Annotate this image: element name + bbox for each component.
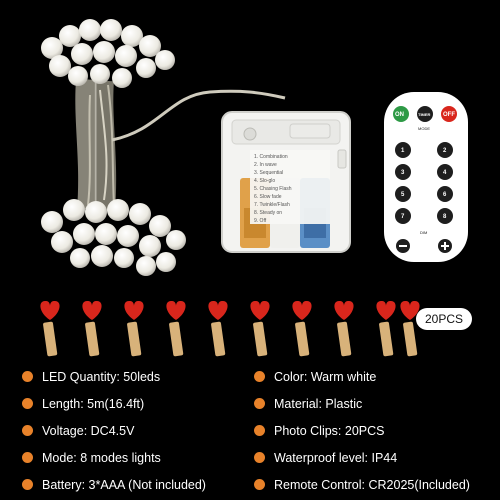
heart-clip [124, 300, 144, 357]
remote-dim-label: DIM [420, 230, 427, 235]
heart-clip [40, 300, 60, 357]
remote-key-2: 2 [443, 148, 447, 154]
battery-box: 1. Combination 2. In wave 3. Sequential … [221, 111, 351, 253]
product-scene: 1. Combination 2. In wave 3. Sequential … [41, 19, 468, 276]
remote-key-4: 4 [443, 170, 447, 176]
remote-key-1: 1 [401, 148, 405, 154]
mode-2-label: 2. In wave [254, 162, 277, 168]
remote-number-buttons: 1 2 3 4 5 6 7 8 [395, 142, 453, 224]
remote-key-7: 7 [401, 214, 405, 220]
remote-key-6: 6 [443, 192, 447, 198]
heart-clip [292, 300, 312, 357]
bullet-dot-icon [254, 452, 265, 463]
specifications: LED Quantity: 50leds Length: 5m(16.4ft) … [0, 362, 500, 500]
mode-9-label: 9. Off [254, 218, 267, 224]
clip-count-badge: 20PCS [416, 308, 472, 330]
remote-key-8: 8 [443, 214, 447, 220]
bullet-dot-icon [22, 425, 33, 436]
bullet-dot-icon [254, 398, 265, 409]
remote-on-label: ON [395, 112, 404, 118]
bullet-dot-icon [254, 371, 265, 382]
remote-mode-label: MODE [418, 126, 430, 131]
mode-8-label: 8. Steady on [254, 210, 282, 216]
led-bulbs-top [41, 19, 175, 88]
bullet-dot-icon [254, 425, 265, 436]
remote-off-button [441, 106, 457, 122]
heart-clip [376, 300, 396, 357]
remote-off-label: OFF [443, 112, 455, 118]
heart-clip [400, 300, 420, 357]
mode-5-label: 5. Chasing Flash [254, 186, 292, 192]
mode-6-label: 6. Slow fade [254, 194, 282, 200]
photo-clips-row [36, 298, 416, 360]
mode-3-label: 3. Sequential [254, 170, 283, 176]
remote-key-5: 5 [401, 192, 405, 198]
bullet-dot-icon [22, 452, 33, 463]
mode-1-label: 1. Combination [254, 154, 288, 160]
battery-box-mode-list: 1. Combination 2. In wave 3. Sequential … [254, 154, 292, 224]
heart-clip [334, 300, 354, 357]
mode-4-label: 4. Slo-glo [254, 178, 275, 184]
heart-clip [166, 300, 186, 357]
heart-clip [82, 300, 102, 357]
remote-key-3: 3 [401, 170, 405, 176]
remote-on-button [393, 106, 409, 122]
mode-7-label: 7. Twinkle/Flash [254, 202, 290, 208]
remote-control: ON TIMER OFF MODE 1 2 3 4 5 6 7 8 DIM [384, 92, 468, 262]
bullet-dot-icon [254, 479, 265, 490]
heart-clip [208, 300, 228, 357]
led-bulbs-bottom [41, 199, 186, 276]
bullet-dot-icon [22, 371, 33, 382]
remote-timer-label: TIMER [418, 112, 431, 117]
remote-timer-button [417, 106, 433, 122]
heart-clip [250, 300, 270, 357]
bullet-dot-icon [22, 479, 33, 490]
bullet-dot-icon [22, 398, 33, 409]
wire-bundle [75, 78, 286, 212]
